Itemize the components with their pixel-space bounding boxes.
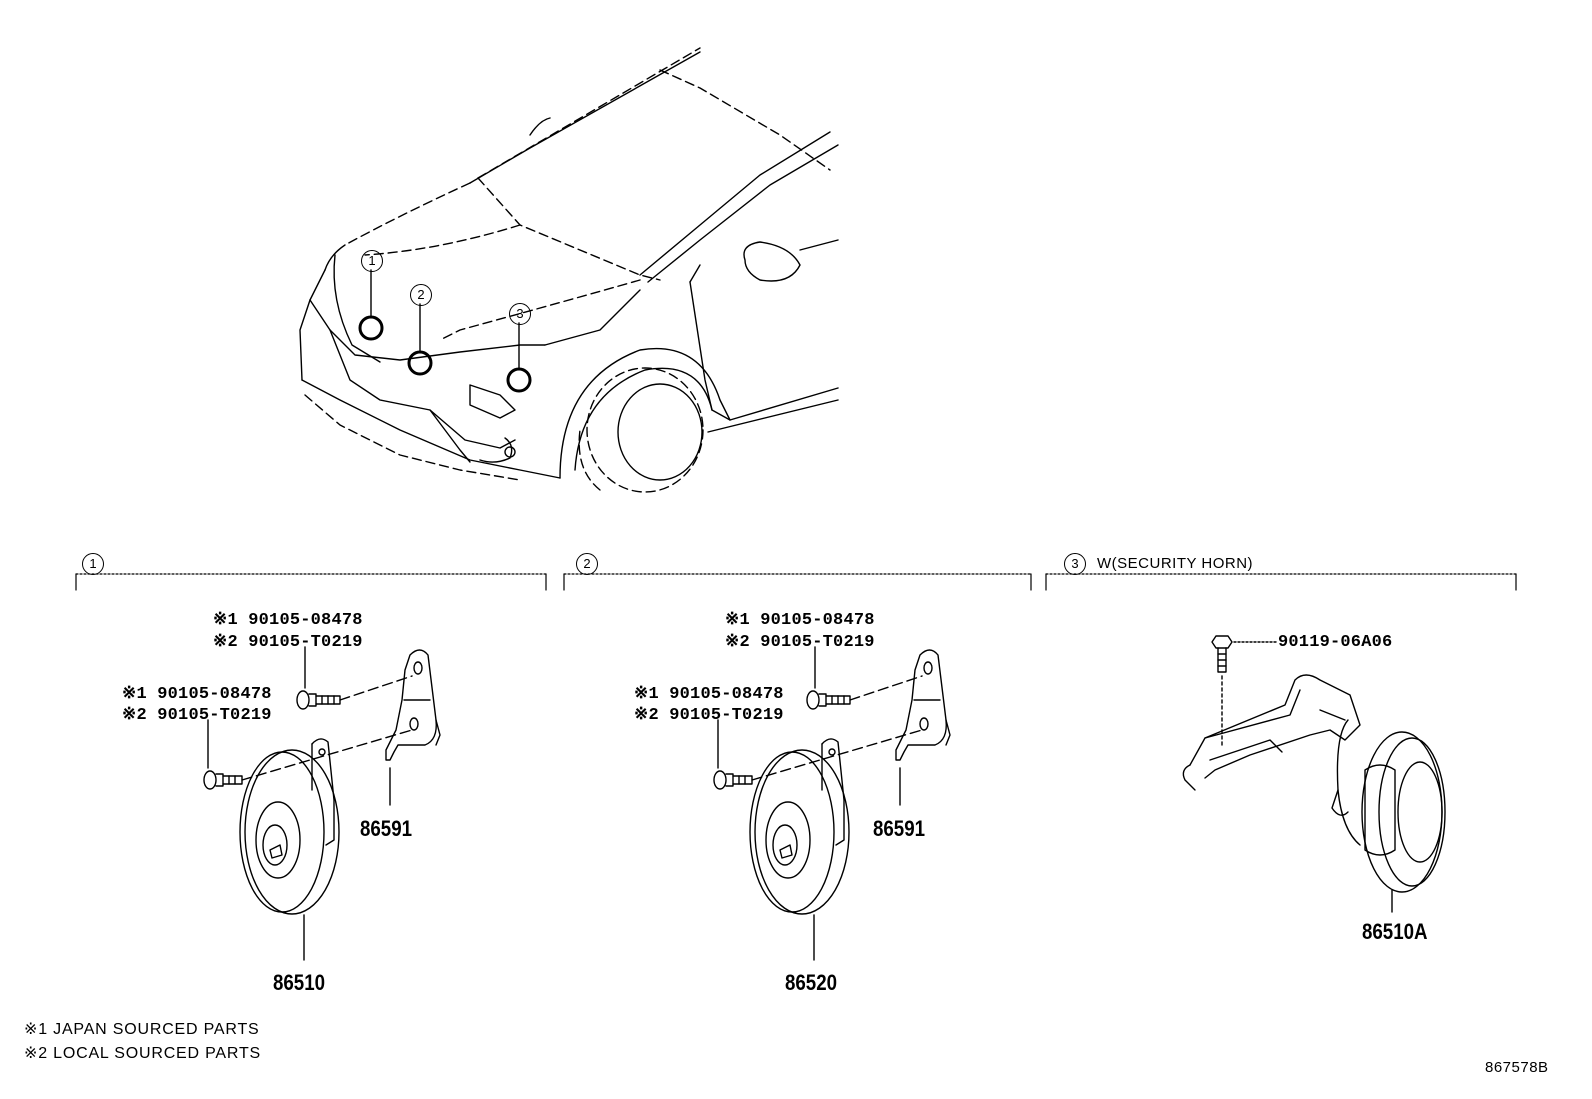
section-3-number: 3 — [1064, 553, 1086, 575]
section-1-bracket-part-number: 86591 — [360, 816, 413, 841]
section-1-horn-assembly — [203, 646, 441, 961]
overview-callout-1: 1 — [361, 250, 383, 272]
section-2-horn-part-number: 86520 — [785, 970, 838, 995]
section-3-title: W(SECURITY HORN) — [1097, 555, 1254, 572]
section-3-security-horn-assembly — [1182, 635, 1446, 913]
section-1-upper-bolt-local: ※2 90105-T0219 — [213, 633, 363, 652]
section-2-bracket-part-number: 86591 — [873, 816, 926, 841]
section-2-lower-bolt-japan: ※1 90105-08478 — [634, 685, 784, 704]
overview-callout-3: 3 — [509, 303, 531, 325]
diagram-id: 867578B — [1485, 1059, 1549, 1076]
section-2-number: 2 — [576, 553, 598, 575]
section-1-lower-bolt-local: ※2 90105-T0219 — [122, 706, 272, 725]
footnote-local-sourced: ※2 LOCAL SOURCED PARTS — [24, 1045, 261, 1062]
footnote-japan-sourced: ※1 JAPAN SOURCED PARTS — [24, 1021, 260, 1038]
section-3-horn-part-number: 86510A — [1362, 919, 1428, 944]
overview-callout-2: 2 — [410, 284, 432, 306]
section-brackets — [75, 573, 1517, 591]
section-2-horn-assembly — [713, 646, 951, 961]
section-1-number: 1 — [82, 553, 104, 575]
section-1-upper-bolt-japan: ※1 90105-08478 — [213, 611, 363, 630]
section-2-lower-bolt-local: ※2 90105-T0219 — [634, 706, 784, 725]
section-2-upper-bolt-japan: ※1 90105-08478 — [725, 611, 875, 630]
section-1-horn-part-number: 86510 — [273, 970, 326, 995]
section-2-upper-bolt-local: ※2 90105-T0219 — [725, 633, 875, 652]
car-overview-illustration — [299, 47, 839, 493]
section-1-lower-bolt-japan: ※1 90105-08478 — [122, 685, 272, 704]
section-3-bolt-part-number: 90119-06A06 — [1278, 633, 1393, 652]
